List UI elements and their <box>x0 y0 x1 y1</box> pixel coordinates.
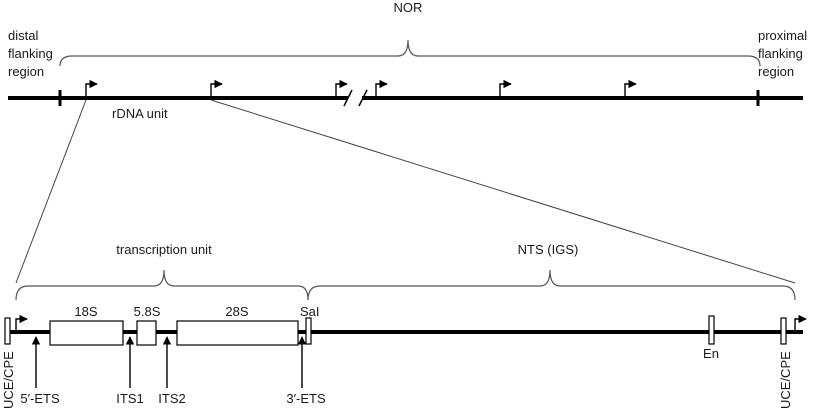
uce-cpe-left-box <box>4 317 11 345</box>
zoom-line-right <box>210 99 796 284</box>
rrna-18s-label: 18S <box>74 304 97 319</box>
uce-cpe-right-box <box>780 317 787 345</box>
distal-label-line1: distal <box>8 28 38 43</box>
enhancer-label: En <box>703 346 719 361</box>
distal-label-line2: flanking <box>8 46 53 61</box>
nts-label: NTS (IGS) <box>518 242 579 257</box>
promoter-arrow-1 <box>85 79 98 96</box>
break-mark-2 <box>358 89 368 107</box>
nor-label: NOR <box>394 0 423 15</box>
zoom-line-left <box>15 99 87 284</box>
uce-cpe-left-label: UCE/CPE <box>1 351 16 409</box>
distal-label-line3: region <box>8 64 44 79</box>
proximal-label-line1: proximal <box>758 28 807 43</box>
promoter-arrow-4 <box>375 79 388 96</box>
tss-arrow-left <box>15 314 28 330</box>
rrna-28s-label: 28S <box>225 304 248 319</box>
tss-arrow-right <box>794 314 807 330</box>
rrna-5-8s-label: 5.8S <box>134 304 161 319</box>
promoter-arrow-3 <box>335 79 348 96</box>
rrna-28s-box <box>176 320 299 346</box>
sal-terminator-box <box>305 317 312 345</box>
enhancer-box <box>708 315 715 345</box>
ets3-label: 3′-ETS <box>286 391 326 406</box>
uce-cpe-right-label: UCE/CPE <box>778 351 793 409</box>
rdna-unit-label: rDNA unit <box>112 106 168 121</box>
nts-brace <box>307 269 796 301</box>
proximal-label-line2: flanking <box>758 46 803 61</box>
ets5-label: 5′-ETS <box>20 391 60 406</box>
rrna-18s-box <box>49 320 124 346</box>
sal-label: SaI <box>300 304 320 319</box>
its1-label: ITS1 <box>116 391 143 406</box>
break-mark-1 <box>343 89 353 107</box>
proximal-label-line3: region <box>758 64 794 79</box>
transcription-unit-brace <box>15 269 309 301</box>
rrna-5-8s-box <box>136 320 157 346</box>
promoter-arrow-5 <box>499 79 512 96</box>
promoter-arrow-2 <box>210 79 223 96</box>
nor-brace <box>59 39 761 67</box>
transcription-unit-label: transcription unit <box>116 242 212 257</box>
promoter-arrow-6 <box>624 79 637 96</box>
its2-label: ITS2 <box>158 391 185 406</box>
